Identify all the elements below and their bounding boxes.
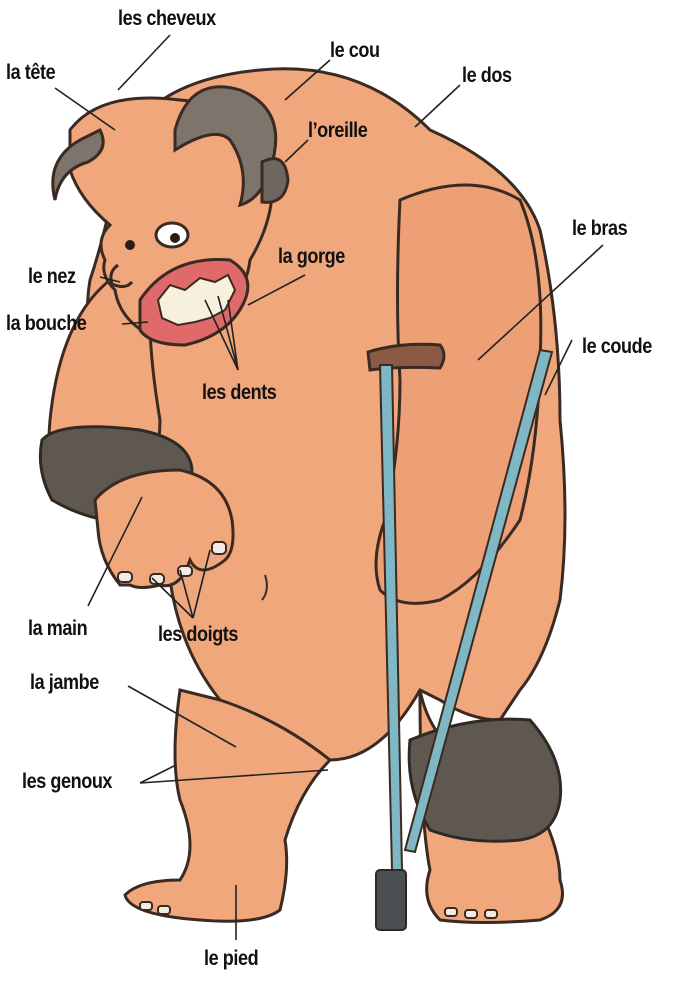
toenail: [158, 906, 170, 914]
leader-line-dos: [415, 85, 460, 127]
label-les-dents: les dents: [202, 382, 276, 403]
leader-line-cheveux: [118, 35, 170, 90]
label-les-cheveux: les cheveux: [118, 8, 216, 29]
label-la-main: la main: [28, 618, 87, 639]
label-le-bras: le bras: [572, 218, 627, 239]
label-la-gorge: la gorge: [278, 246, 345, 267]
label-la-jambe: la jambe: [30, 672, 99, 693]
label-la-tete: la tête: [6, 62, 55, 83]
fingernail: [212, 542, 226, 554]
toenail: [465, 910, 477, 918]
label-l-oreille: l’oreille: [308, 120, 367, 141]
label-la-bouche: la bouche: [6, 313, 86, 334]
beast-pupil: [125, 240, 135, 250]
toenail: [140, 902, 152, 910]
label-les-doigts: les doigts: [158, 624, 238, 645]
toenail: [485, 910, 497, 918]
label-le-coude: le coude: [582, 336, 652, 357]
toenail: [445, 908, 457, 916]
crutch-tip: [376, 870, 406, 930]
label-le-cou: le cou: [330, 40, 380, 61]
beast-pupil: [170, 233, 180, 243]
fingernail: [118, 572, 132, 582]
label-le-dos: le dos: [462, 65, 512, 86]
label-le-pied: le pied: [204, 948, 258, 969]
beast-ear: [262, 159, 288, 203]
label-le-nez: le nez: [28, 266, 76, 287]
label-les-genoux: les genoux: [22, 771, 112, 792]
